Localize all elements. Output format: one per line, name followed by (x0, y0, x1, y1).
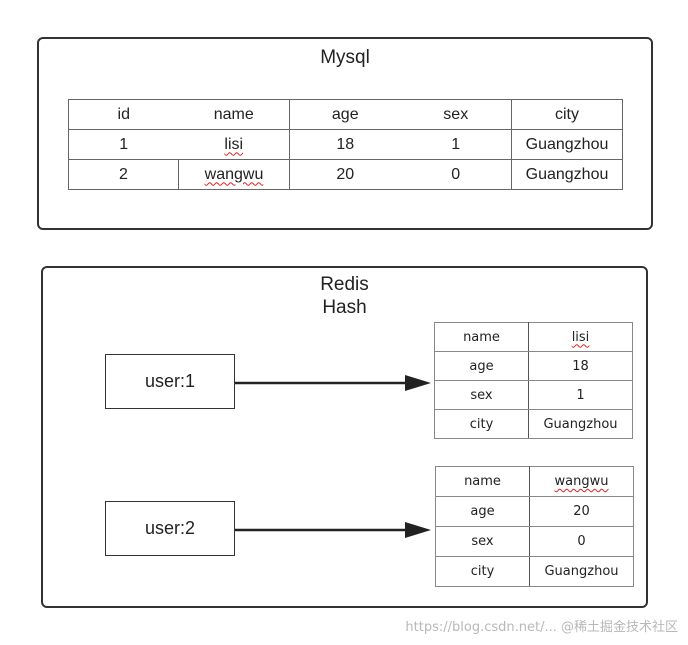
hash-field: city (434, 409, 529, 439)
redis-title: Redis Hash (43, 273, 646, 319)
arrow-icon (235, 375, 431, 391)
cell-name-text: wangwu (204, 165, 264, 183)
redis-key-box: user:2 (105, 501, 235, 556)
cell-age: 20 (289, 159, 401, 190)
arrow-icon (235, 522, 431, 538)
table-row: name lisi (434, 322, 633, 352)
hash-field: city (435, 556, 530, 587)
table-row: sex 0 (435, 526, 634, 557)
hash-value: wangwu (529, 466, 634, 497)
column-header-id: id (68, 99, 179, 130)
column-header-city: city (511, 99, 623, 130)
hash-field: age (434, 351, 529, 381)
cell-sex: 0 (400, 159, 512, 190)
redis-panel: Redis Hash user:1 name lisi age 18 sex 1… (41, 266, 648, 608)
hash-value: 18 (528, 351, 633, 381)
hash-field: sex (435, 526, 530, 557)
hash-value: Guangzhou (528, 409, 633, 439)
hash-value: 20 (529, 496, 634, 527)
cell-id: 1 (68, 129, 179, 160)
hash-value: lisi (528, 322, 633, 352)
table-row: age 20 (435, 496, 634, 527)
mysql-table: id name age sex city 1 lisi 18 1 Guangzh… (68, 99, 623, 190)
redis-hash-table: name lisi age 18 sex 1 city Guangzhou (434, 322, 633, 439)
table-row: 1 lisi 18 1 Guangzhou (68, 129, 623, 160)
table-row: age 18 (434, 351, 633, 381)
hash-field: name (434, 322, 529, 352)
mysql-title: Mysql (320, 47, 370, 68)
cell-city: Guangzhou (511, 129, 623, 160)
table-header-row: id name age sex city (68, 99, 623, 130)
redis-hash-table: name wangwu age 20 sex 0 city Guangzhou (435, 466, 634, 587)
table-row: 2 wangwu 20 0 Guangzhou (68, 159, 623, 190)
cell-id: 2 (68, 159, 179, 190)
cell-sex: 1 (400, 129, 512, 160)
cell-name: wangwu (178, 159, 290, 190)
table-row: sex 1 (434, 380, 633, 410)
hash-value: Guangzhou (529, 556, 634, 587)
hash-value-text: wangwu (554, 474, 609, 489)
hash-value: 1 (528, 380, 633, 410)
mysql-panel: Mysql id name age sex city 1 lisi 18 1 G… (37, 37, 653, 230)
cell-name-text: lisi (224, 135, 244, 153)
hash-field: age (435, 496, 530, 527)
hash-value: 0 (529, 526, 634, 557)
hash-value-text: lisi (571, 329, 590, 345)
cell-age: 18 (289, 129, 401, 160)
hash-field: name (435, 466, 530, 497)
redis-title-line1: Redis (320, 274, 369, 295)
watermark: https://blog.csdn.net/... @稀土掘金技术社区 (405, 620, 678, 635)
cell-city: Guangzhou (511, 159, 623, 190)
column-header-sex: sex (400, 99, 512, 130)
redis-key-box: user:1 (105, 354, 235, 409)
table-row: city Guangzhou (435, 556, 634, 587)
redis-title-line2: Hash (322, 297, 367, 318)
hash-field: sex (434, 380, 529, 410)
cell-name: lisi (178, 129, 290, 160)
column-header-age: age (289, 99, 401, 130)
column-header-name: name (178, 99, 290, 130)
table-row: name wangwu (435, 466, 634, 497)
table-row: city Guangzhou (434, 409, 633, 439)
